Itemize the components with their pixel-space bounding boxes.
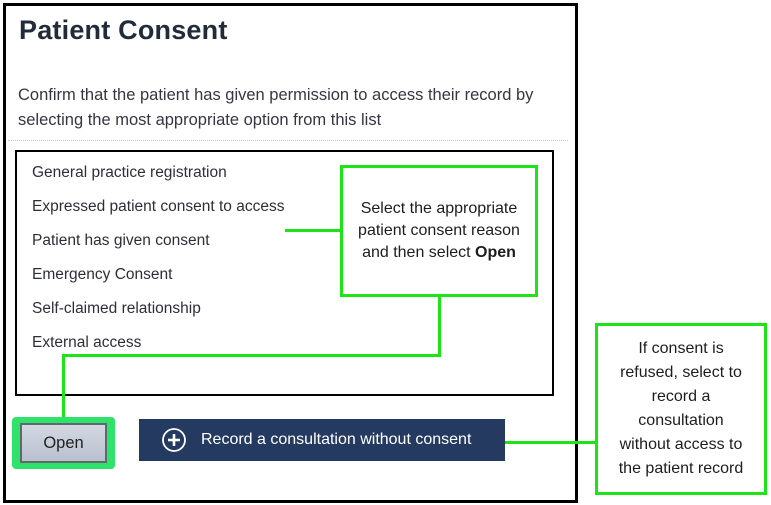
record-consultation-button[interactable]: Record a consultation without consent (139, 419, 505, 461)
connector-to-open-button (62, 354, 65, 418)
plus-circle-icon (162, 428, 186, 452)
connector-across (62, 354, 441, 357)
select-reason-callout-text: Select the appropriate patient consent r… (358, 200, 520, 261)
page-title: Patient Consent (19, 15, 228, 45)
refuse-consent-callout-text: If consent is refused, select to record … (618, 340, 744, 477)
refuse-consent-callout: If consent is refused, select to record … (595, 323, 767, 495)
select-reason-callout: Select the appropriate patient consent r… (340, 165, 538, 297)
dotted-divider (8, 140, 568, 141)
record-consultation-label: Record a consultation without consent (201, 431, 472, 448)
connector-option-to-callout (285, 229, 340, 232)
connector-callout-down (438, 297, 441, 357)
consent-option-general-practice-registration[interactable]: General practice registration (32, 164, 227, 181)
consent-option-patient-has-given-consent[interactable]: Patient has given consent (32, 232, 210, 249)
consent-option-self-claimed-relationship[interactable]: Self-claimed relationship (32, 300, 201, 317)
open-button[interactable]: Open (20, 423, 107, 463)
connector-record-to-callout (505, 441, 595, 444)
dialog-description: Confirm that the patient has given permi… (18, 86, 534, 129)
select-reason-callout-bold: Open (475, 244, 516, 261)
consent-option-external-access[interactable]: External access (32, 334, 142, 351)
consent-option-expressed-patient-consent[interactable]: Expressed patient consent to access (32, 198, 285, 215)
consent-option-emergency-consent[interactable]: Emergency Consent (32, 266, 173, 283)
open-button-highlight: Open (12, 417, 115, 469)
